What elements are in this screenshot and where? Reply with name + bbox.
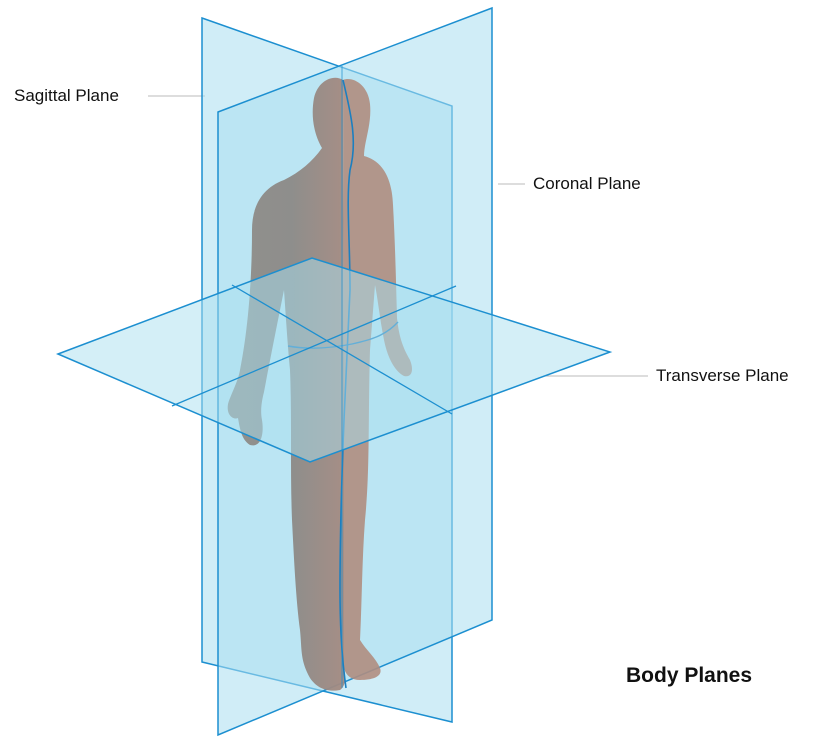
figure-title: Body Planes [626,664,752,688]
transverse-plane [58,258,610,462]
sagittal-plane-label: Sagittal Plane [14,86,119,106]
transverse-plane-label: Transverse Plane [656,366,789,386]
coronal-plane-label: Coronal Plane [533,174,641,194]
